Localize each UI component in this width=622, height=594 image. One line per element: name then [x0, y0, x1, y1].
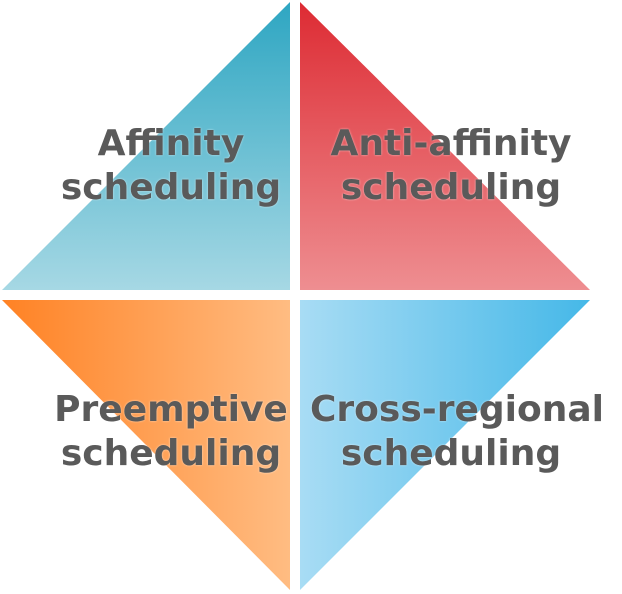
cross-regional-quadrant — [300, 300, 590, 590]
preemptive-quadrant — [2, 300, 290, 590]
anti-affinity-quadrant — [300, 2, 590, 290]
affinity-quadrant — [2, 2, 290, 290]
